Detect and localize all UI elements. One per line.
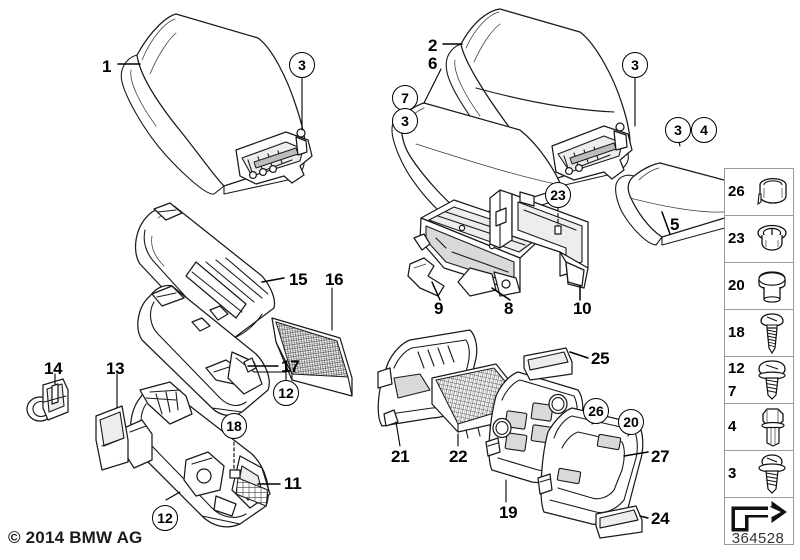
circled-callout-3-lid6: 3 bbox=[392, 108, 418, 134]
hardware-number: 3 bbox=[728, 465, 737, 483]
circled-callout-20: 20 bbox=[618, 409, 644, 435]
hardware-row-numbers: 23 bbox=[725, 231, 750, 247]
copyright-notice: © 2014 BMW AG bbox=[8, 528, 143, 547]
circled-callout-12-upper: 12 bbox=[273, 380, 299, 406]
part-14-bracket-clip bbox=[26, 378, 69, 422]
hardware-number: 20 bbox=[728, 277, 745, 295]
part-1-armrest-lid bbox=[120, 13, 313, 195]
circled-callout-3-lid2: 3 bbox=[622, 52, 648, 78]
callout-27: 27 bbox=[651, 447, 670, 466]
leader-12-lower bbox=[165, 491, 181, 501]
hardware-number: 7 bbox=[728, 382, 737, 400]
grommet-ring-icon bbox=[750, 172, 793, 212]
leader-8 bbox=[491, 287, 511, 301]
washer-head-screw-icon bbox=[750, 453, 793, 495]
part-2-armrest-lid bbox=[445, 8, 633, 189]
circled-callout-3-lid5: 3 bbox=[665, 117, 691, 143]
view-direction-arrow-icon bbox=[728, 500, 790, 542]
view-direction-row bbox=[725, 498, 793, 545]
part-27-trim-bezel bbox=[537, 407, 644, 526]
leader-5 bbox=[661, 211, 671, 235]
callout-8: 8 bbox=[504, 299, 514, 318]
smooth-plug-icon bbox=[750, 266, 793, 306]
hardware-row-4: 4 bbox=[725, 404, 793, 451]
leader-24 bbox=[639, 515, 649, 519]
part-2-hinge-bracket bbox=[465, 122, 633, 181]
part-15-armrest-upper-shell bbox=[134, 202, 276, 342]
callout-22: 22 bbox=[449, 447, 468, 466]
callout-1: 1 bbox=[102, 57, 112, 76]
hardware-row-numbers: 20 bbox=[725, 278, 750, 294]
callout-25: 25 bbox=[591, 349, 610, 368]
hardware-row-numbers: 18 bbox=[725, 325, 750, 341]
callout-15: 15 bbox=[289, 270, 308, 289]
callout-21: 21 bbox=[391, 447, 410, 466]
leader-12-upper bbox=[253, 371, 287, 381]
part-24-cap bbox=[595, 505, 643, 539]
hardware-row-numbers: 26 bbox=[725, 184, 750, 200]
part-16-mesh-insert bbox=[271, 317, 353, 397]
flanged-pan-head-screw-icon bbox=[750, 359, 793, 401]
leader-9 bbox=[431, 281, 441, 301]
part-25-cap bbox=[523, 347, 573, 381]
hardware-row-23: 23 bbox=[725, 216, 793, 263]
part-1-hinge-bracket bbox=[235, 128, 313, 185]
callout-14: 14 bbox=[44, 359, 63, 378]
callout-16: 16 bbox=[325, 270, 344, 289]
circled-callout-26: 26 bbox=[583, 398, 609, 424]
circled-callout-18: 18 bbox=[221, 413, 247, 439]
leader-6 bbox=[423, 68, 442, 104]
part-9-clip bbox=[407, 257, 445, 297]
callout-2: 2 bbox=[428, 36, 438, 55]
hardware-row-numbers: 4 bbox=[725, 419, 750, 435]
callout-17: 17 bbox=[281, 357, 300, 376]
hardware-row-numbers: 12 7 bbox=[725, 359, 750, 400]
circled-callout-12-lower: 12 bbox=[152, 505, 178, 531]
callout-5: 5 bbox=[670, 215, 680, 234]
hardware-row-12-7: 12 7 bbox=[725, 357, 793, 404]
part-11-armrest-housing bbox=[123, 381, 271, 528]
circled-callout-3-lid1: 3 bbox=[289, 52, 315, 78]
hardware-number: 26 bbox=[728, 183, 745, 201]
callout-10: 10 bbox=[573, 299, 592, 318]
pan-head-self-tapping-screw-icon bbox=[750, 312, 793, 354]
callout-13: 13 bbox=[106, 359, 125, 378]
callout-19: 19 bbox=[499, 503, 518, 522]
hex-head-bolt-icon bbox=[750, 406, 793, 448]
slotted-plug-icon bbox=[750, 219, 793, 259]
circled-callout-7: 7 bbox=[392, 85, 418, 111]
hardware-row-20: 20 bbox=[725, 263, 793, 310]
callout-6: 6 bbox=[428, 54, 438, 73]
hardware-number: 4 bbox=[728, 418, 737, 436]
hardware-row-26: 26 bbox=[725, 169, 793, 216]
hardware-row-18: 18 bbox=[725, 310, 793, 357]
hardware-legend-table: 26 23 bbox=[724, 168, 794, 545]
leader-21 bbox=[395, 421, 401, 447]
leader-15 bbox=[261, 277, 285, 283]
hardware-number: 12 bbox=[728, 359, 745, 377]
diagram-id: 364528 bbox=[731, 530, 785, 547]
hardware-number: 23 bbox=[728, 230, 745, 248]
callout-24: 24 bbox=[651, 509, 670, 528]
hardware-number: 18 bbox=[728, 324, 745, 342]
leader-27 bbox=[623, 451, 649, 457]
hardware-row-3: 3 bbox=[725, 451, 793, 498]
callout-11: 11 bbox=[284, 474, 302, 493]
circled-callout-4: 4 bbox=[691, 117, 717, 143]
circled-callout-23: 23 bbox=[545, 182, 571, 208]
leader-25 bbox=[569, 351, 589, 359]
part-17-armrest-frame bbox=[137, 284, 270, 417]
part-8-guide-rail-assembly bbox=[413, 189, 589, 297]
callout-9: 9 bbox=[434, 299, 444, 318]
part-13-flap bbox=[95, 405, 129, 471]
hardware-row-numbers: 3 bbox=[725, 466, 750, 482]
